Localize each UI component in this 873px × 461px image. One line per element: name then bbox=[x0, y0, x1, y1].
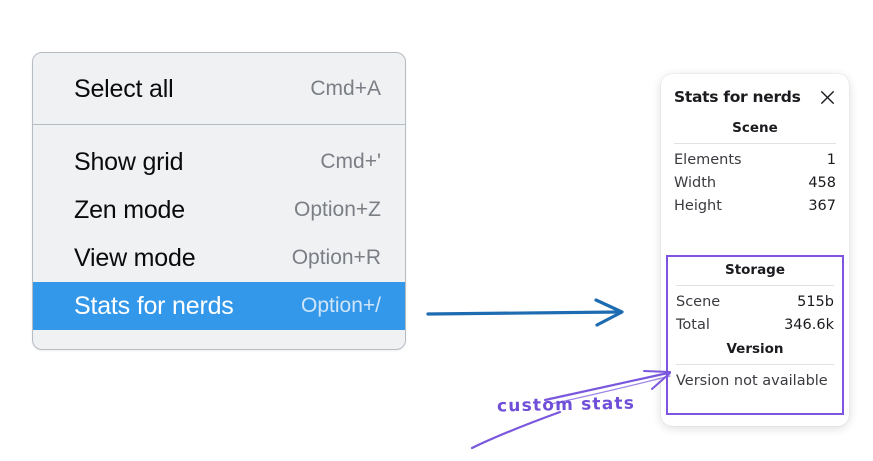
stats-panel-title: Stats for nerds bbox=[674, 88, 801, 106]
menu-item-stats-for-nerds[interactable]: Stats for nerds Option+/ bbox=[33, 282, 405, 330]
stat-key: Scene bbox=[676, 293, 721, 310]
stat-key: Total bbox=[676, 316, 710, 333]
stat-row-width: Width 458 bbox=[674, 171, 836, 194]
menu-group-view: Show grid Cmd+' Zen mode Option+Z View m… bbox=[33, 125, 405, 342]
stat-value: 346.6k bbox=[784, 316, 834, 333]
menu-item-select-all[interactable]: Select all Cmd+A bbox=[33, 65, 405, 113]
stat-key: Height bbox=[674, 197, 722, 214]
version-not-available-text: Version not available bbox=[676, 373, 828, 389]
custom-stats-annotation-label: custom stats bbox=[496, 393, 636, 417]
section-heading-scene: Scene bbox=[732, 120, 778, 136]
stat-value: 1 bbox=[826, 151, 836, 168]
section-heading-version: Version bbox=[726, 341, 784, 357]
stat-row-height: Height 367 bbox=[674, 194, 836, 217]
stats-panel-header: Stats for nerds bbox=[661, 74, 849, 115]
blue-arrow-menu-to-panel bbox=[426, 298, 624, 327]
menu-item-shortcut: Option+/ bbox=[301, 294, 381, 317]
stat-value: 367 bbox=[808, 197, 836, 214]
custom-stats-highlight-region: Storage Scene 515b Total 346.6k Version … bbox=[666, 255, 844, 415]
stat-key: Elements bbox=[674, 151, 742, 168]
menu-item-label: Select all bbox=[74, 74, 174, 103]
menu-item-label: Stats for nerds bbox=[74, 291, 234, 320]
menu-item-shortcut: Option+R bbox=[291, 246, 381, 269]
menu-item-zen-mode[interactable]: Zen mode Option+Z bbox=[33, 186, 405, 234]
stat-key: Width bbox=[674, 174, 717, 191]
purple-underline-stroke bbox=[470, 410, 562, 450]
menu-item-show-grid[interactable]: Show grid Cmd+' bbox=[33, 138, 405, 186]
stat-row-elements: Elements 1 bbox=[674, 148, 836, 171]
context-menu[interactable]: Select all Cmd+A Show grid Cmd+' Zen mod… bbox=[32, 52, 406, 350]
menu-item-label: Show grid bbox=[74, 147, 184, 176]
menu-item-shortcut: Option+Z bbox=[294, 198, 381, 221]
menu-item-shortcut: Cmd+' bbox=[320, 150, 381, 173]
stats-panel-body: Scene Elements 1 Width 458 Height 367 bbox=[661, 115, 849, 217]
close-icon[interactable] bbox=[819, 89, 836, 106]
stat-value: 515b bbox=[797, 293, 834, 310]
menu-item-view-mode[interactable]: View mode Option+R bbox=[33, 234, 405, 282]
section-rule bbox=[676, 364, 834, 365]
menu-item-shortcut: Cmd+A bbox=[310, 77, 381, 100]
custom-stats-content: Storage Scene 515b Total 346.6k Version … bbox=[676, 257, 834, 413]
section-heading-storage: Storage bbox=[724, 262, 786, 278]
stat-row-storage-scene: Scene 515b bbox=[676, 290, 834, 313]
section-rule bbox=[674, 143, 836, 144]
stats-for-nerds-panel: Stats for nerds Scene Elements 1 Width 4… bbox=[661, 74, 849, 426]
menu-item-label: View mode bbox=[74, 243, 196, 272]
stat-value: 458 bbox=[808, 174, 836, 191]
menu-item-label: Zen mode bbox=[74, 195, 185, 224]
menu-group-primary: Select all Cmd+A bbox=[33, 53, 405, 125]
section-rule bbox=[676, 285, 834, 286]
stat-row-storage-total: Total 346.6k bbox=[676, 313, 834, 336]
